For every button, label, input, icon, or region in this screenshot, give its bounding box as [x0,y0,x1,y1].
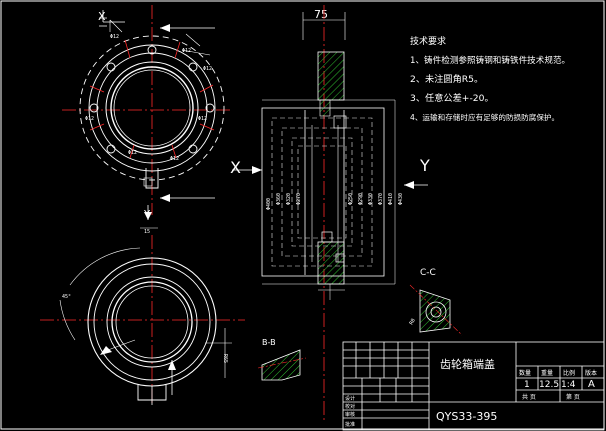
detail-cc-label: C-C [420,268,436,278]
view-y-label: Y [419,156,430,175]
title-header-version: 版本 [585,369,597,377]
svg-text:Φ370: Φ370 [378,193,384,205]
title-left-checker: 校对 [345,403,355,410]
view-x-marker: X [98,10,106,23]
svg-text:Φ12: Φ12 [85,116,94,122]
svg-text:Φ320: Φ320 [286,193,292,205]
detail-cc: C-C R8 [409,268,463,336]
tech-requirement-2: 2、未注圆角R5。 [410,73,483,85]
tech-requirement-4: 4、运输和存储时应有足够的防损防腐保护。 [410,112,559,122]
section-view: 75 Φ400 Φ360 Φ320 Φ270 Φ250 [230,5,430,420]
svg-text:Φ250: Φ250 [348,193,354,205]
tech-requirement-1: 1、铸件检测参照铸钢和铸铁件技术规范。 [410,54,570,66]
ring-view-top: Φ12 Φ12 Φ12 Φ12 Φ12 Φ12 Φ12 X [62,5,232,215]
round-view-bottom: 45° R65 [40,235,245,405]
title-header-weight: 重量 [541,369,553,377]
svg-text:R65: R65 [222,354,228,363]
svg-text:Φ12: Φ12 [203,66,212,72]
view-y-marker-left: Y [143,209,151,220]
svg-text:Φ270: Φ270 [296,193,302,205]
title-header-scale: 比例 [563,369,575,377]
svg-text:Φ360: Φ360 [276,193,282,205]
title-header-qty: 数量 [519,369,531,377]
title-left-reviewer: 审核 [345,411,355,418]
svg-text:R8: R8 [409,318,417,326]
view-x-label: X [230,158,241,177]
part-name: 齿轮箱端盖 [440,357,495,371]
title-value-weight: 12.5 [539,380,559,390]
title-block [342,341,605,431]
svg-text:Φ400: Φ400 [266,198,272,210]
title-footer-total-pages: 共 页 [522,393,536,401]
svg-text:Φ12: Φ12 [128,150,137,156]
tech-requirements-heading: 技术要求 [410,35,446,47]
svg-text:Φ12: Φ12 [182,48,191,54]
title-value-version: A [588,379,595,390]
svg-text:Φ12: Φ12 [198,116,207,122]
svg-text:Φ430: Φ430 [398,193,404,205]
tech-requirements: 技术要求 1、铸件检测参照铸钢和铸铁件技术规范。 2、未注圆角R5。 3、任意公… [410,35,570,122]
drawing-number: QYS33-395 [436,410,497,423]
detail-bb: B-B [257,338,307,381]
view-y-arrow-left: Y 15 [140,205,158,235]
title-value-qty: 1 [524,380,530,390]
svg-text:Φ12: Φ12 [110,34,119,40]
tech-requirement-3: 3、任意公差+-20。 [410,92,494,104]
title-value-scale: 1:4 [561,380,576,390]
svg-text:Φ12: Φ12 [170,156,179,162]
svg-text:Φ330: Φ330 [368,193,374,205]
dimension-75: 75 [314,8,328,21]
title-footer-page: 第 页 [566,393,580,401]
svg-text:Φ410: Φ410 [388,193,394,205]
detail-bb-label: B-B [262,338,276,347]
dimension-15: 15 [144,229,150,235]
svg-text:45°: 45° [62,294,71,300]
title-left-approver: 批准 [345,421,355,428]
title-left-designer: 设计 [345,395,355,402]
svg-text:Φ290: Φ290 [358,193,364,205]
